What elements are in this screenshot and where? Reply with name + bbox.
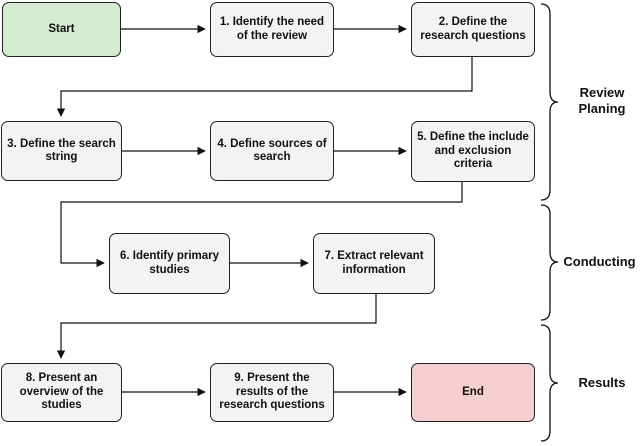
step-end: End <box>411 363 535 422</box>
step-4-define-sources: 4. Define sources of search <box>210 121 334 181</box>
step-6-identify-studies: 6. Identify primary studies <box>109 233 230 294</box>
brace-conducting <box>540 204 559 321</box>
step-7-extract-information: 7. Extract relevant information <box>313 233 435 294</box>
step-2-define-questions: 2. Define the research questions <box>411 2 535 57</box>
step-9-present-results: 9. Present the results of the research q… <box>210 363 334 422</box>
brace-results <box>540 324 559 442</box>
step-5-define-criteria: 5. Define the include and exclusion crit… <box>411 121 535 182</box>
step-start: Start <box>2 2 121 57</box>
phase-label-review-planning: Review Planing <box>578 85 626 116</box>
step-8-present-overview: 8. Present an overview of the studies <box>1 363 122 422</box>
phase-label-results: Results <box>578 375 626 390</box>
arrow-7-to-8 <box>56 294 377 359</box>
phase-label-conducting: Conducting <box>563 254 636 269</box>
step-1-identify-need: 1. Identify the need of the review <box>210 2 334 57</box>
step-3-define-search-string: 3. Define the search string <box>1 121 122 181</box>
arrow-2-to-3 <box>56 57 473 117</box>
arrow-5-to-6 <box>60 182 463 268</box>
brace-planning <box>540 3 559 201</box>
